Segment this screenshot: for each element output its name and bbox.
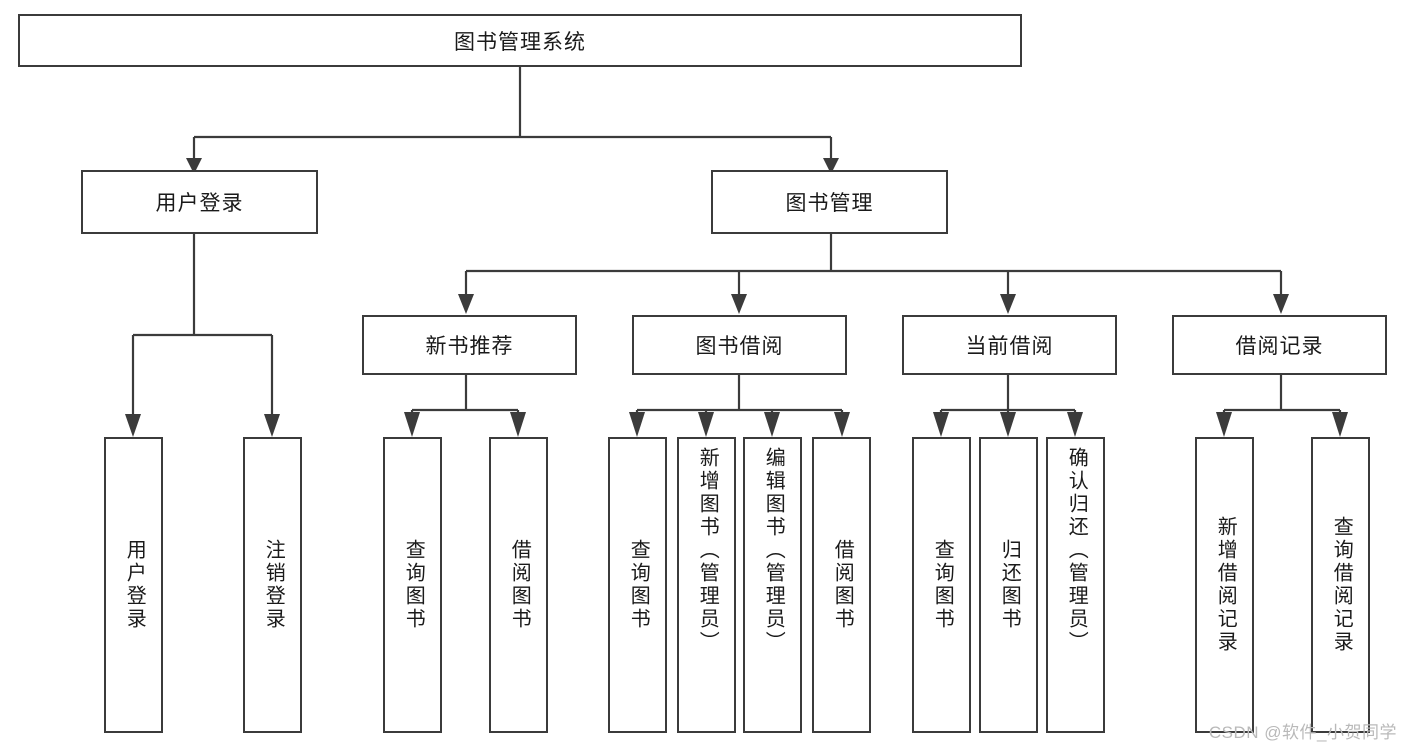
leaf-label: 查询借阅记录 [1330,516,1353,654]
leaf-current-borrow-return[interactable]: 归还图书 [979,437,1038,733]
node-current-borrow[interactable]: 当前借阅 [902,315,1117,375]
leaf-label: 查询图书 [402,539,425,631]
leaf-label: 注销登录 [262,539,285,631]
arrow-head [458,294,474,314]
leaf-book-borrow-query[interactable]: 查询图书 [608,437,667,733]
arrow-head [834,412,850,437]
node-book-borrow-label: 图书借阅 [695,335,784,358]
arrow-head [698,412,714,437]
node-user-login[interactable]: 用户登录 [81,170,318,234]
leaf-label: 新增图书（管理员） [696,447,719,654]
leaf-book-borrow-borrow[interactable]: 借阅图书 [812,437,871,733]
leaf-user-login-login[interactable]: 用户登录 [104,437,163,733]
leaf-label: 编辑图书（管理员） [762,447,785,654]
node-borrow-record[interactable]: 借阅记录 [1172,315,1387,375]
leaf-label: 查询图书 [627,539,650,631]
leaf-borrow-record-add[interactable]: 新增借阅记录 [1195,437,1254,733]
node-book-borrow[interactable]: 图书借阅 [632,315,847,375]
node-book-management-label: 图书管理 [785,192,874,215]
arrow-head [1216,412,1232,437]
leaf-label: 归还图书 [998,539,1021,631]
arrow-head [764,412,780,437]
arrow-head [1332,412,1348,437]
node-new-book-recommend[interactable]: 新书推荐 [362,315,577,375]
watermark: CSDN @软件_小贺同学 [1208,723,1397,742]
leaf-user-login-logout[interactable]: 注销登录 [243,437,302,733]
leaf-current-borrow-query[interactable]: 查询图书 [912,437,971,733]
arrow-head [264,414,280,437]
leaf-borrow-record-query[interactable]: 查询借阅记录 [1311,437,1370,733]
leaf-label: 借阅图书 [508,539,531,631]
node-book-management[interactable]: 图书管理 [711,170,948,234]
node-current-borrow-label: 当前借阅 [965,335,1054,358]
node-root[interactable]: 图书管理系统 [18,14,1022,67]
arrow-head [404,412,420,437]
arrow-head [510,412,526,437]
node-user-login-label: 用户登录 [155,192,244,215]
node-borrow-record-label: 借阅记录 [1235,335,1324,358]
arrow-head [629,412,645,437]
arrow-head [1000,294,1016,314]
leaf-label: 查询图书 [931,539,954,631]
leaf-label: 确认归还（管理员） [1065,447,1088,654]
arrow-head [1000,412,1016,437]
node-new-book-recommend-label: 新书推荐 [425,335,514,358]
leaf-new-book-query[interactable]: 查询图书 [383,437,442,733]
leaf-current-borrow-confirm[interactable]: 确认归还（管理员） [1046,437,1105,733]
arrow-head [125,414,141,437]
arrow-head [731,294,747,314]
leaf-label: 新增借阅记录 [1214,516,1237,654]
leaf-book-borrow-add[interactable]: 新增图书（管理员） [677,437,736,733]
leaf-book-borrow-edit[interactable]: 编辑图书（管理员） [743,437,802,733]
arrow-head [1273,294,1289,314]
arrow-head [1067,412,1083,437]
node-root-label: 图书管理系统 [454,30,586,54]
leaf-new-book-borrow[interactable]: 借阅图书 [489,437,548,733]
leaf-label: 借阅图书 [831,539,854,631]
arrow-head [933,412,949,437]
leaf-label: 用户登录 [123,539,146,631]
